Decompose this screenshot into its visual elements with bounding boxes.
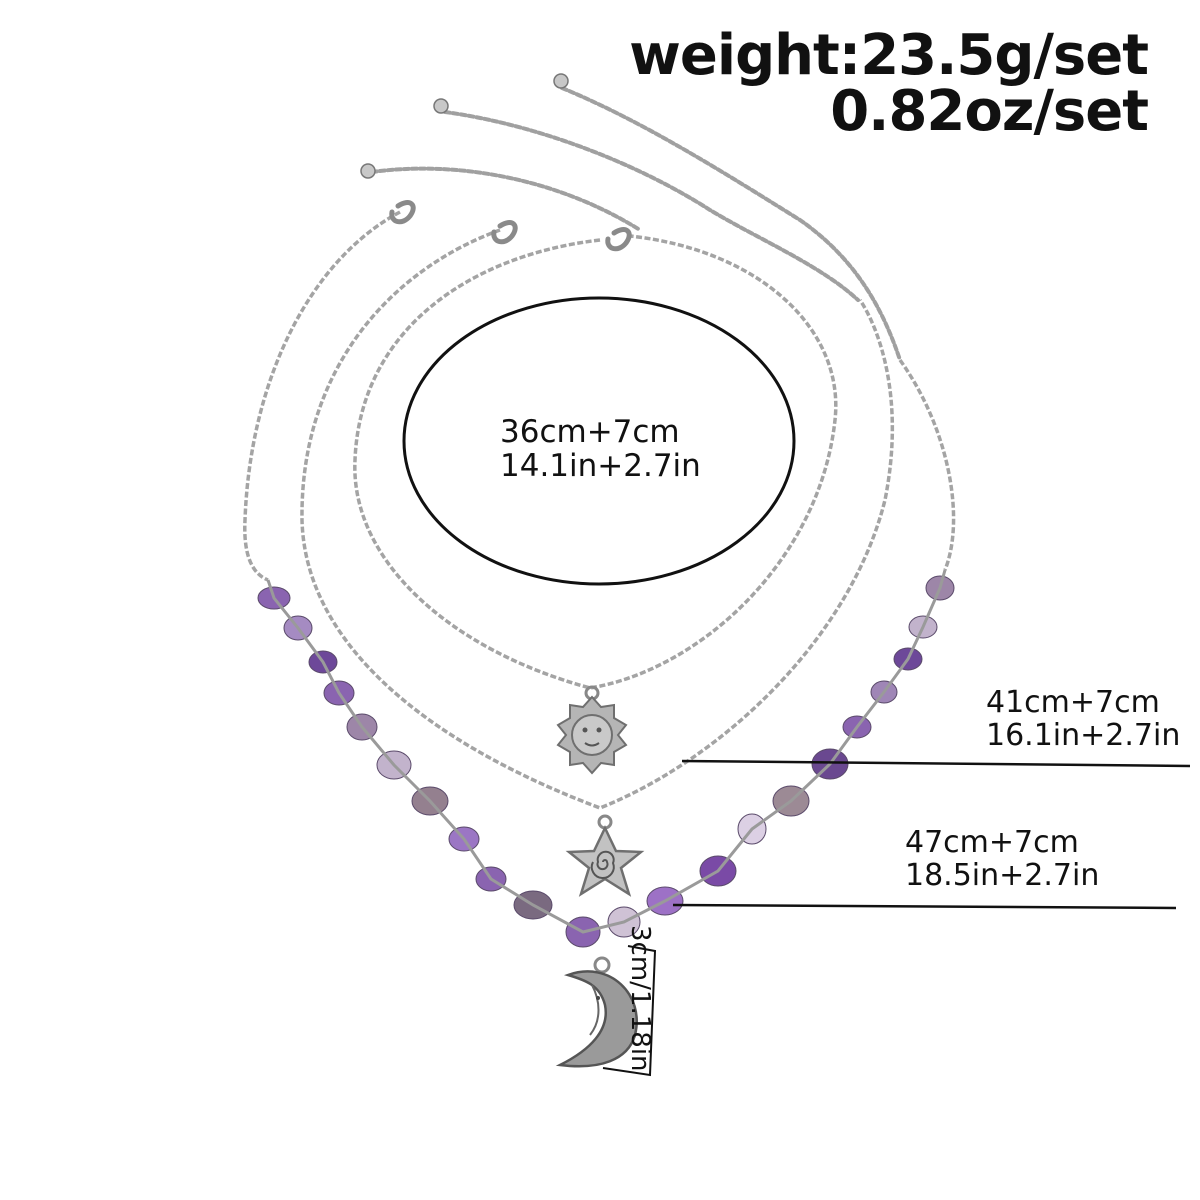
middle-length-in: 16.1in+2.7in (986, 718, 1181, 753)
extender-end-beads (360, 73, 569, 179)
inner-chain (353, 234, 838, 690)
middle-measure-line (681, 759, 1191, 768)
outer-length-label: 47cm+7cm 18.5in+2.7in (905, 826, 1099, 892)
inner-length-label: 36cm+7cm 14.1in+2.7in (500, 415, 701, 483)
weight-label: weight:23.5g/set 0.82oz/set (629, 23, 1149, 144)
middle-length-cm: 41cm+7cm (986, 685, 1160, 720)
middle-length-label: 41cm+7cm 16.1in+2.7in (986, 686, 1180, 752)
star-icon (565, 814, 645, 897)
outer-chain (243, 210, 401, 582)
weight-grams: weight:23.5g/set (629, 23, 1149, 88)
middle-chain (300, 228, 895, 810)
crescent-moon-icon (555, 956, 638, 1068)
outer-chain-right (898, 358, 956, 571)
outer-length-in: 18.5in+2.7in (905, 858, 1100, 893)
pendant-size-label: 3cm/1.18in (625, 925, 655, 1072)
outer-measure-line (672, 903, 1177, 910)
pendant-height-bracket (602, 945, 657, 1077)
outer-length-cm: 47cm+7cm (905, 825, 1079, 860)
bead-chain (266, 569, 947, 934)
sun-icon (556, 685, 628, 775)
weight-ounces: 0.82oz/set (830, 79, 1149, 144)
inner-circumference-ellipse (402, 296, 796, 586)
inner-length-in: 14.1in+2.7in (500, 448, 701, 484)
extender-chains (370, 86, 902, 362)
lobster-clasps (389, 200, 632, 252)
inner-length-cm: 36cm+7cm (500, 414, 680, 450)
